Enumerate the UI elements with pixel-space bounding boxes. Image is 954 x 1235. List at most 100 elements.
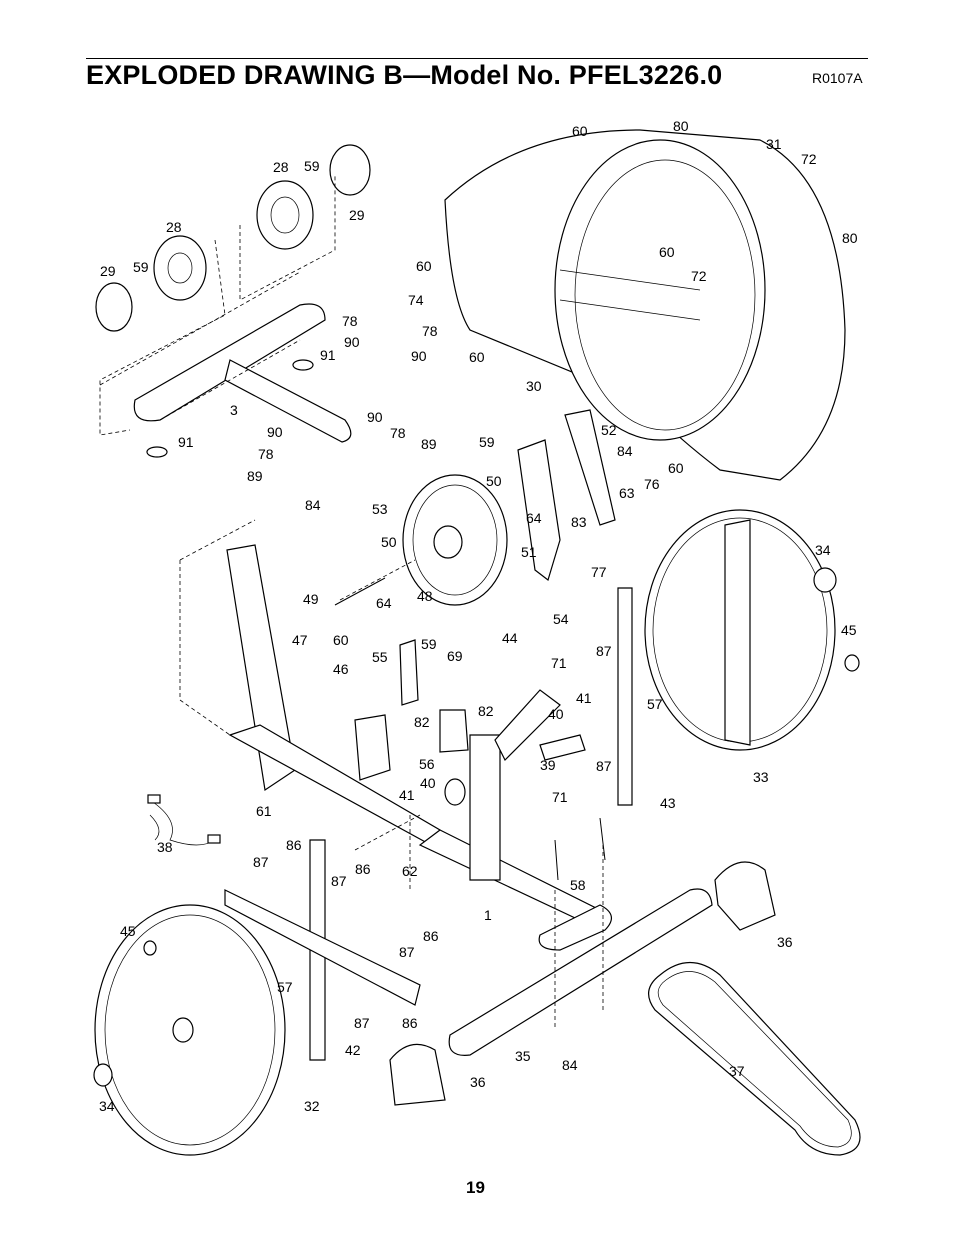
callout-label: 83	[571, 514, 587, 530]
callout-label: 47	[292, 632, 308, 648]
callout-label: 72	[691, 268, 707, 284]
callout-label: 87	[331, 873, 347, 889]
callout-label: 87	[399, 944, 415, 960]
callout-label: 40	[548, 706, 564, 722]
callout-label: 32	[304, 1098, 320, 1114]
callout-label: 34	[815, 542, 831, 558]
page-title: EXPLODED DRAWING B—Model No. PFEL3226.0	[86, 60, 723, 90]
callout-label: 90	[367, 409, 383, 425]
callout-label: 78	[422, 323, 438, 339]
callout-label: 62	[402, 863, 418, 879]
callout-label: 54	[553, 611, 569, 627]
callout-label: 50	[381, 534, 397, 550]
callout-label: 41	[576, 690, 592, 706]
callout-labels: 60 80 31 72 28 59 29 28 29 59 60 60 72 8…	[99, 118, 858, 1114]
callout-label: 28	[273, 159, 289, 175]
callout-label: 57	[277, 979, 293, 995]
callout-label: 77	[591, 564, 607, 580]
callout-label: 39	[540, 757, 556, 773]
callout-label: 45	[841, 622, 857, 638]
callout-label: 89	[247, 468, 263, 484]
callout-label: 86	[402, 1015, 418, 1031]
callout-label: 57	[647, 696, 663, 712]
callout-label: 1	[484, 907, 492, 923]
callout-label: 3	[230, 402, 238, 418]
callout-label: 41	[399, 787, 415, 803]
callout-label: 64	[376, 595, 392, 611]
callout-label: 80	[842, 230, 858, 246]
callout-label: 50	[486, 473, 502, 489]
header-rule	[86, 58, 868, 59]
callout-label: 87	[354, 1015, 370, 1031]
callout-label: 76	[644, 476, 660, 492]
callout-label: 55	[372, 649, 388, 665]
callout-label: 74	[408, 292, 424, 308]
callout-label: 53	[372, 501, 388, 517]
crossbar-parts	[99, 271, 352, 458]
callout-label: 60	[333, 632, 349, 648]
callout-label: 28	[166, 219, 182, 235]
shroud-parts	[444, 129, 846, 481]
callout-label: 84	[617, 443, 633, 459]
callout-label: 60	[572, 123, 588, 139]
callout-label: 72	[801, 151, 817, 167]
callout-label: 84	[562, 1057, 578, 1073]
callout-label: 87	[253, 854, 269, 870]
callout-label: 49	[303, 591, 319, 607]
callout-label: 82	[478, 703, 494, 719]
callout-label: 29	[349, 207, 365, 223]
callout-label: 71	[552, 789, 568, 805]
callout-label: 60	[668, 460, 684, 476]
callout-label: 40	[420, 775, 436, 791]
callout-label: 86	[423, 928, 439, 944]
callout-label: 78	[390, 425, 406, 441]
callout-label: 78	[342, 313, 358, 329]
callout-label: 91	[320, 347, 336, 363]
rear-pulley-parts	[644, 509, 860, 751]
callout-label: 78	[258, 446, 274, 462]
callout-label: 43	[660, 795, 676, 811]
callout-label: 42	[345, 1042, 361, 1058]
callout-label: 33	[753, 769, 769, 785]
callout-label: 29	[100, 263, 116, 279]
stabilizer-parts	[389, 817, 776, 1106]
callout-label: 34	[99, 1098, 115, 1114]
callout-label: 45	[120, 923, 136, 939]
pulley-parts	[95, 144, 371, 436]
callout-label: 63	[619, 485, 635, 501]
callout-label: 31	[766, 136, 782, 152]
callout-label: 60	[659, 244, 675, 260]
callout-label: 37	[729, 1063, 745, 1079]
callout-label: 36	[777, 934, 793, 950]
callout-label: 80	[673, 118, 689, 134]
wire-harness-part	[147, 794, 221, 846]
callout-label: 59	[133, 259, 149, 275]
frame-parts	[179, 519, 633, 1061]
callout-label: 61	[256, 803, 272, 819]
flywheel-parts	[334, 409, 616, 606]
page-number: 19	[466, 1178, 485, 1197]
callout-label: 46	[333, 661, 349, 677]
callout-label: 60	[469, 349, 485, 365]
callout-label: 52	[601, 422, 617, 438]
callout-label: 60	[416, 258, 432, 274]
callout-label: 82	[414, 714, 430, 730]
callout-label: 69	[447, 648, 463, 664]
callout-label: 59	[421, 636, 437, 652]
callout-label: 56	[419, 756, 435, 772]
callout-label: 90	[411, 348, 427, 364]
callout-label: 36	[470, 1074, 486, 1090]
callout-label: 30	[526, 378, 542, 394]
callout-label: 48	[417, 588, 433, 604]
callout-label: 64	[526, 510, 542, 526]
left-pulley-part	[93, 904, 286, 1156]
callout-label: 87	[596, 643, 612, 659]
callout-label: 59	[479, 434, 495, 450]
callout-label: 84	[305, 497, 321, 513]
callout-label: 44	[502, 630, 518, 646]
belt-part	[648, 962, 861, 1156]
callout-label: 71	[551, 655, 567, 671]
callout-label: 86	[355, 861, 371, 877]
callout-label: 86	[286, 837, 302, 853]
